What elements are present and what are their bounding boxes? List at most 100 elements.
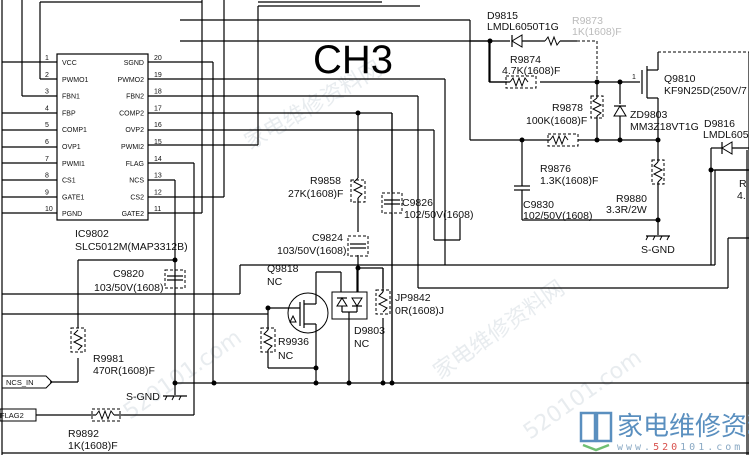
right-labels: D9815 LMDL6050T1G R9873 1K(1608)F R9874 … (487, 10, 749, 222)
port-ncs-in: NCS_IN (6, 378, 34, 387)
ic-pin-name: NCS (129, 178, 144, 185)
ic-pin-name: COMP2 (119, 110, 144, 117)
ic-pin-name: CS1 (62, 178, 76, 185)
c9820-value: 103/50V(1608) (94, 282, 163, 294)
c9830-value: 102/50V(1608) (523, 210, 592, 222)
ic-pin-name: SGND (124, 60, 144, 67)
ic-part: SLC5012M(MAP3312B) (75, 241, 188, 253)
ic-pin-number: 14 (154, 156, 162, 163)
ic-pin-name: CS2 (130, 194, 144, 201)
port-flag2: FLAG2 (0, 411, 24, 420)
c9830-ref: C9830 (523, 199, 554, 211)
r9874-value: 4.7K(1608)F (502, 65, 560, 77)
r9892-value: 1K(1608)F (68, 440, 118, 452)
watermark-brand: 家电维修资料网 (617, 412, 749, 442)
ic-pin-number: 18 (154, 89, 162, 96)
r-partial-ref: R (739, 178, 747, 190)
r9981-value: 470R(1608)F (93, 365, 155, 377)
d9815-ref: D9815 (487, 10, 518, 22)
r9858-value: 27K(1608)F (288, 188, 343, 200)
ground-label: S-GND (641, 244, 675, 256)
ic-pin-name: FBP (62, 110, 76, 117)
r9880-value: 3.3R/2W (606, 204, 647, 216)
zd9803-value: MM3Z18VT1G (630, 121, 699, 133)
r9876-ref: R9876 (540, 163, 571, 175)
c9820-ref: C9820 (113, 268, 144, 280)
ic-pin-number: 5 (45, 122, 49, 129)
d9803-value: NC (354, 338, 370, 350)
ic-pin-name: PWMI1 (62, 161, 85, 168)
d9803-ref: D9803 (354, 325, 385, 337)
r-partial-value: 4. (737, 190, 746, 202)
ic-pin-name: OVP2 (125, 127, 144, 134)
ic-pin-number: 1 (45, 55, 49, 62)
r9892-ref: R9892 (68, 428, 99, 440)
ic-pin-name: VCC (62, 60, 77, 67)
ic-pin-number: 13 (154, 173, 162, 180)
ic-ref: IC9802 (75, 228, 109, 240)
ic-pin-name: GATE1 (62, 194, 85, 201)
ic-pin-name: PWMO2 (118, 77, 145, 84)
ic-pin-number: 11 (154, 206, 161, 213)
book-icon (579, 411, 597, 443)
ic-pin-number: 7 (45, 156, 49, 163)
ic-pin-name: PWMO1 (62, 77, 89, 84)
q9810-value: KF9N25D(250V/7 (664, 85, 747, 97)
ic-pin-number: 4 (45, 105, 49, 112)
ic9802: IC9802 SLC5012M(MAP3312B) (56, 53, 188, 253)
zd9803-ref: ZD9803 (630, 109, 668, 121)
q9810-ref: Q9810 (664, 73, 696, 85)
bottom-left-circuit: C9820 103/50V(1608) R9981 470R(1608)F NC… (0, 268, 187, 452)
watermark-url: www.520101.com (617, 442, 743, 453)
r9874-ref: R9874 (510, 54, 541, 66)
ic-pin-number: 10 (45, 206, 53, 213)
c9824-value: 103/50V(1608) (277, 245, 346, 257)
d9816-value: LMDL605 (703, 129, 749, 141)
ic-pin-number: 19 (154, 72, 162, 79)
ic-pin-number: 20 (154, 55, 162, 62)
r9858-ref: R9858 (310, 175, 341, 187)
r9936-ref: R9936 (278, 336, 309, 348)
r9873-value: 1K(1608)F (572, 26, 622, 38)
r9878-ref: R9878 (552, 102, 583, 114)
ic-pin-number: 6 (45, 139, 49, 146)
ic-pin-number: 16 (154, 122, 162, 129)
r9878-value: 100K(1608)F (526, 115, 587, 127)
top-right-circuit: 1 Q9810 KF9N25D(250V/7 (470, 34, 749, 455)
ic-pin-number: 15 (154, 139, 162, 146)
q9818-value: NC (267, 276, 283, 288)
d9815-value: LMDL6050T1G (487, 21, 559, 33)
r9876-value: 1.3K(1608)F (540, 175, 598, 187)
c9826-ref: C9826 (402, 197, 433, 209)
ic-pin-number: 3 (45, 89, 49, 96)
d9816-ref: D9816 (704, 118, 735, 130)
r9981-ref: R9981 (93, 353, 124, 365)
ic-pin-name: COMP1 (62, 127, 87, 134)
ic-pin-name: FBN1 (62, 94, 80, 101)
page-title: CH3 (313, 38, 393, 82)
ic-pin-number: 2 (45, 72, 49, 79)
ic-pin-name: PGND (62, 211, 82, 218)
c9824-ref: C9824 (312, 232, 343, 244)
middle-circuit: R9858 27K(1608)F C9824 103/50V(1608) C98… (260, 175, 473, 383)
q9810-pin1: 1 (632, 74, 636, 81)
ic-pin-name: FBN2 (126, 94, 144, 101)
ic-pin-number: 9 (45, 189, 49, 196)
r9880-ref: R9880 (616, 193, 647, 205)
q9818-ref: Q9818 (267, 263, 299, 275)
ic-pin-name: OVP1 (62, 144, 81, 151)
watermark-logo: 家电维修资料网 www.520101.com (579, 411, 749, 453)
bg-watermark-text: 家电维修资料网 (429, 276, 570, 385)
jp9842-ref: JP9842 (395, 292, 431, 304)
ic-pin-name: PWMI2 (121, 144, 144, 151)
ground-label-left: S-GND (126, 391, 160, 403)
ic-pin-number: 8 (45, 173, 49, 180)
r9873-ref: R9873 (572, 15, 603, 27)
ic-pin-name: GATE2 (122, 211, 145, 218)
ic-pin-number: 12 (154, 189, 162, 196)
ic-pin-name: FLAG (126, 161, 144, 168)
ic-pin-number: 17 (154, 105, 162, 112)
r9936-value: NC (278, 350, 294, 362)
